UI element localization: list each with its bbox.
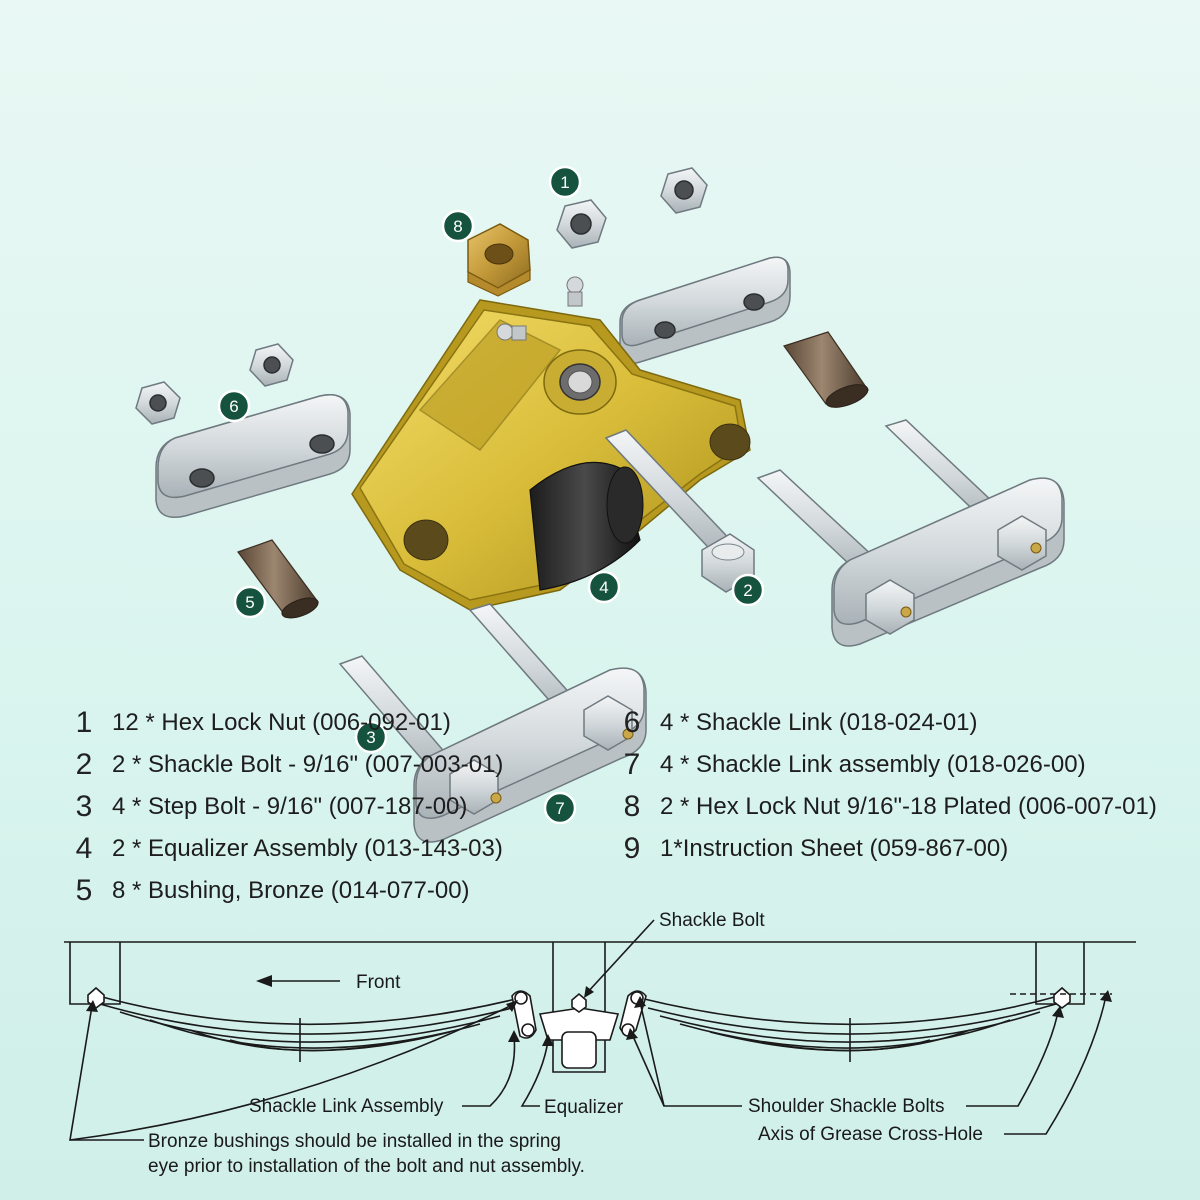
parts-list-right: 6 4 * Shackle Link (018-024-01) 7 4 * Sh… — [618, 702, 1157, 870]
part-number: 2 — [75, 748, 93, 781]
bushing-leader-front — [69, 1005, 144, 1141]
shackle-link-assembly-right — [756, 419, 1065, 647]
part-number: 3 — [75, 790, 93, 823]
shoulder-shackle-bolts-label: Shoulder Shackle Bolts — [748, 1096, 944, 1117]
axis-grease-leader — [1004, 995, 1107, 1135]
leaf-spring-left — [94, 994, 521, 1062]
svg-text:6: 6 — [229, 397, 238, 416]
callout-7: 7 — [543, 791, 577, 825]
bronze-bushing-left — [237, 539, 319, 619]
hex-lock-nut-plated — [467, 223, 531, 297]
part-description: 2 * Hex Lock Nut 9/16"-18 Plated (006-00… — [660, 793, 1157, 820]
part-description: 2 * Shackle Bolt - 9/16" (007-003-01) — [112, 751, 504, 778]
callout-4: 4 — [587, 570, 621, 604]
callout-5: 5 — [233, 585, 267, 619]
list-item: 7 4 * Shackle Link assembly (018-026-00) — [618, 744, 1157, 786]
center-hanger — [552, 942, 606, 1073]
part-description: 4 * Shackle Link (018-024-01) — [660, 709, 978, 736]
list-item: 2 2 * Shackle Bolt - 9/16" (007-003-01) — [70, 744, 504, 786]
part-number: 7 — [623, 748, 641, 781]
part-description: 4 * Shackle Link assembly (018-026-00) — [660, 751, 1086, 778]
leaf-spring-right — [639, 994, 1063, 1062]
shackle-link-assembly-left — [511, 990, 537, 1039]
suspension-line-diagram: Front Shackle Bolt Shackle Link Assembly… — [64, 910, 1136, 1177]
svg-text:1: 1 — [560, 173, 569, 192]
svg-text:3: 3 — [366, 728, 375, 747]
equalizer — [538, 992, 620, 1069]
part-number: 5 — [75, 874, 93, 907]
list-item: 4 2 * Equalizer Assembly (013-143-03) — [70, 828, 503, 870]
shackle-bolt-label: Shackle Bolt — [659, 910, 765, 931]
callout-6: 6 — [217, 389, 251, 423]
shackle-bolt — [604, 429, 755, 593]
bushing-note-line-2: eye prior to installation of the bolt an… — [148, 1156, 585, 1177]
part-description: 2 * Equalizer Assembly (013-143-03) — [112, 835, 503, 862]
rear-eye-bolt — [1053, 986, 1071, 1009]
front-label: Front — [356, 972, 401, 993]
bushing-leader-center — [69, 1003, 515, 1141]
part-description: 4 * Step Bolt - 9/16" (007-187-00) — [112, 793, 468, 820]
shoulder-bolt-leader-3 — [966, 1011, 1059, 1107]
shackle-link-assembly-bottom — [338, 603, 647, 843]
hex-lock-nut-left-1 — [135, 381, 181, 425]
svg-text:8: 8 — [453, 217, 462, 236]
callout-8: 8 — [441, 209, 475, 243]
parts-list-left: 1 12 * Hex Lock Nut (006-092-01) 2 2 * S… — [70, 702, 504, 912]
shackle-bolt-leader — [585, 919, 655, 995]
list-item: 8 2 * Hex Lock Nut 9/16"-18 Plated (006-… — [618, 786, 1157, 828]
bronze-bushing-right — [783, 331, 869, 408]
list-item: 3 4 * Step Bolt - 9/16" (007-187-00) — [70, 786, 503, 828]
part-description: 8 * Bushing, Bronze (014-077-00) — [112, 877, 470, 904]
shackle-link-plate-top — [619, 256, 791, 364]
equalizer-label: Equalizer — [544, 1097, 624, 1118]
callout-3: 3 — [354, 720, 388, 754]
svg-text:5: 5 — [245, 593, 254, 612]
hex-lock-nut-top-right — [660, 167, 708, 214]
svg-text:7: 7 — [555, 799, 564, 818]
shackle-link-assembly-label: Shackle Link Assembly — [249, 1096, 444, 1117]
hex-lock-nut-left-2 — [249, 343, 294, 387]
svg-text:2: 2 — [743, 581, 752, 600]
list-item: 9 1*Instruction Sheet (059-867-00) — [618, 828, 1157, 870]
shoulder-bolt-leader-2 — [631, 1033, 665, 1107]
part-number: 4 — [75, 832, 93, 865]
shackle-link-assembly-leader — [462, 1035, 516, 1107]
bushing-note-line-1: Bronze bushings should be installed in t… — [148, 1131, 561, 1152]
part-number: 8 — [623, 790, 641, 823]
callout-2: 2 — [731, 573, 765, 607]
svg-text:4: 4 — [599, 578, 608, 597]
shackle-link-plate-left — [155, 394, 351, 518]
list-item: 1 12 * Hex Lock Nut (006-092-01) — [70, 702, 503, 744]
part-description: 1*Instruction Sheet (059-867-00) — [660, 835, 1009, 862]
equalizer-assembly — [351, 276, 751, 611]
callout-1: 1 — [548, 165, 582, 199]
part-number: 1 — [75, 706, 93, 739]
front-arrow-head — [256, 975, 272, 987]
list-item: 6 4 * Shackle Link (018-024-01) — [618, 702, 1157, 744]
equalizer-leader — [520, 1039, 549, 1107]
part-number: 6 — [623, 706, 641, 739]
axis-grease-label: Axis of Grease Cross-Hole — [758, 1124, 983, 1145]
part-description: 12 * Hex Lock Nut (006-092-01) — [112, 709, 451, 736]
part-number: 9 — [623, 832, 641, 865]
hex-lock-nut-top-left — [556, 199, 607, 249]
list-item: 5 8 * Bushing, Bronze (014-077-00) — [70, 870, 503, 912]
